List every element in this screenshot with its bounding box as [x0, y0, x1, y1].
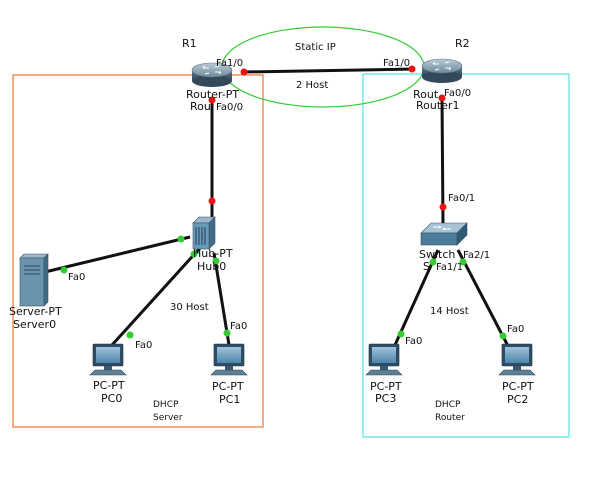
port-label-pc2: Fa0: [507, 324, 524, 335]
pc1-name-label: PC1: [219, 393, 240, 406]
port-label-r2-fa10: Fa1/0: [383, 58, 410, 69]
link-r1-r2[interactable]: [243, 67, 416, 74]
pc-icon: [365, 343, 403, 376]
port-label-sw-fa11: Fa1/1: [436, 262, 463, 273]
port-dot-r1-fa10: [240, 68, 248, 76]
pc3-name-label: PC3: [375, 392, 396, 405]
router-r1[interactable]: [191, 62, 233, 87]
port-dot-r2-fa10: [408, 65, 416, 73]
port-dot-pc3: [397, 330, 405, 338]
port-label-sw-fa01: Fa0/1: [448, 193, 475, 204]
port-label-pc1: Fa0: [230, 321, 247, 332]
r1-type-label: Router-PT: [186, 88, 239, 101]
pc-icon: [210, 343, 248, 376]
pc3-type-label: PC-PT: [370, 380, 402, 393]
hub-type-label: Hub-PT: [193, 247, 233, 260]
port-dot-hub-up: [208, 197, 216, 205]
switch-s[interactable]: [420, 222, 468, 246]
port-dot-pc1: [223, 329, 231, 337]
port-label-pc0: Fa0: [135, 340, 152, 351]
hub-hub0[interactable]: [192, 216, 216, 250]
zone-left-label-2: Server: [153, 413, 183, 423]
pc0-name-label: PC0: [101, 392, 122, 405]
r1-name-label: Rou: [190, 100, 211, 113]
static-host-count: 2 Host: [296, 80, 328, 91]
zone-left-label-1: DHCP: [153, 400, 179, 410]
switch-type-label: Switch: [419, 248, 455, 261]
switch-host-count: 14 Host: [430, 306, 469, 317]
pc0-type-label: PC-PT: [93, 379, 125, 392]
router-icon: [421, 58, 463, 83]
pc-pc1[interactable]: [210, 343, 248, 376]
link-r2-switch[interactable]: [440, 97, 445, 224]
r2-name-label: Router1: [416, 99, 459, 112]
port-dot-r1-fa00: [208, 96, 216, 104]
pc-icon: [498, 343, 536, 376]
port-dot-hub-pc0: [190, 250, 198, 258]
r2-tag: R2: [455, 37, 470, 50]
port-label-r2-fa00: Fa0/0: [444, 88, 471, 99]
port-dot-sw-pc2: [459, 258, 467, 266]
r1-tag: R1: [182, 37, 197, 50]
port-label-sw-fa21: Fa2/1: [463, 250, 490, 261]
dhcp-router-zone: [362, 73, 570, 438]
static-ip-label: Static IP: [295, 42, 336, 53]
link-switch-pc2[interactable]: [456, 249, 510, 347]
port-label-server: Fa0: [68, 272, 85, 283]
link-hub-pc0[interactable]: [110, 246, 202, 347]
link-hub-server[interactable]: [44, 235, 191, 274]
switch-icon: [420, 222, 468, 246]
zone-right-label-1: DHCP: [435, 400, 461, 410]
port-dot-r2-fa00: [438, 94, 446, 102]
server-name-label: Server0: [13, 318, 56, 331]
hub-name-label: Hub0: [197, 260, 226, 273]
hub-host-count: 30 Host: [170, 302, 209, 313]
pc2-type-label: PC-PT: [502, 380, 534, 393]
port-indicators: [60, 65, 507, 340]
pc-pc3[interactable]: [365, 343, 403, 376]
pc-pc0[interactable]: [89, 343, 127, 376]
hub-icon: [192, 216, 216, 250]
port-label-pc3: Fa0: [405, 336, 422, 347]
pc-pc2[interactable]: [498, 343, 536, 376]
dhcp-server-zone: [12, 74, 264, 428]
server-server0[interactable]: [19, 253, 49, 307]
port-label-r1-fa10: Fa1/0: [216, 58, 243, 69]
port-dot-server: [60, 266, 68, 274]
pc1-type-label: PC-PT: [212, 380, 244, 393]
router-r2[interactable]: [421, 58, 463, 83]
pc2-name-label: PC2: [507, 393, 528, 406]
port-dot-pc2: [499, 332, 507, 340]
zone-right-label-2: Router: [435, 413, 465, 423]
port-dot-pc0: [126, 331, 134, 339]
port-dot-hub-server: [177, 235, 185, 243]
r2-type-label: Rout: [413, 88, 439, 101]
port-dot-hub-pc1: [212, 257, 220, 265]
server-type-label: Server-PT: [9, 305, 62, 318]
server-icon: [19, 253, 49, 307]
port-dot-sw-fa01: [439, 203, 447, 211]
port-label-r1-fa00: Fa0/0: [216, 102, 243, 113]
switch-name-label: S: [423, 260, 430, 273]
port-dot-sw-pc3: [429, 258, 437, 266]
link-switch-pc3[interactable]: [393, 249, 440, 346]
router-icon: [191, 62, 233, 87]
pc-icon: [89, 343, 127, 376]
